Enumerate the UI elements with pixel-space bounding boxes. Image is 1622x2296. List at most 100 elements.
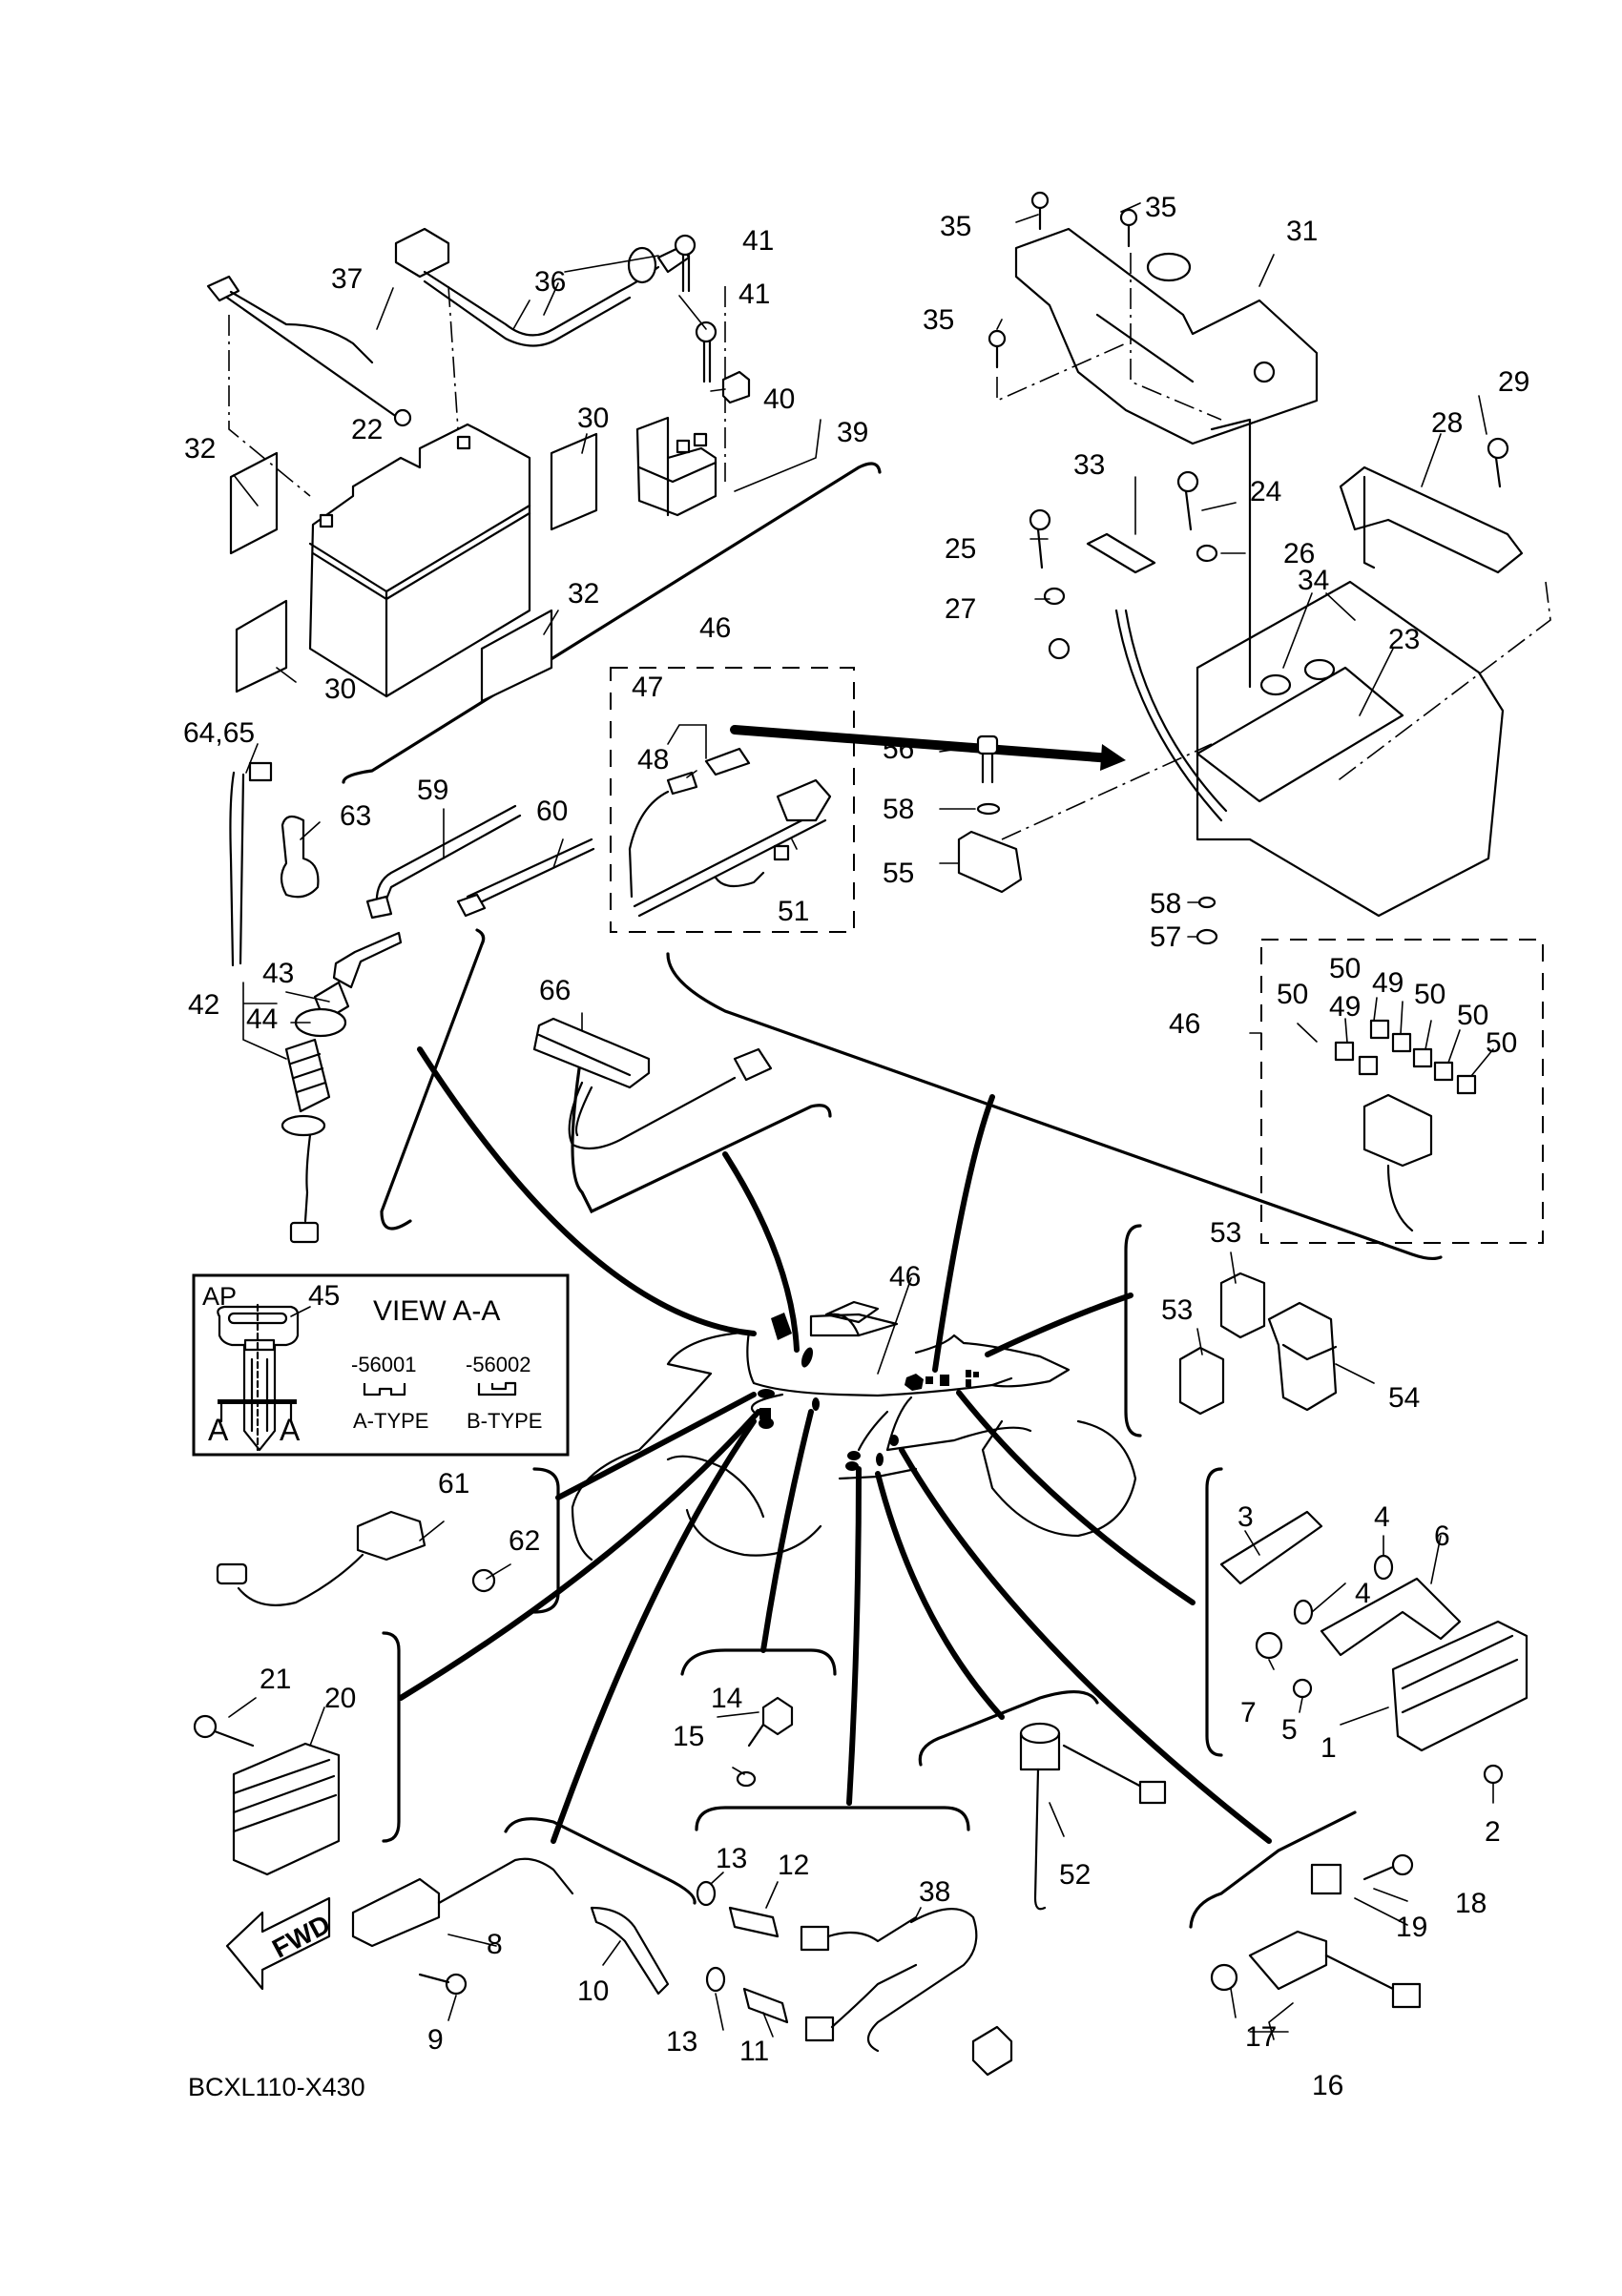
- fuse-50b-icon: [1369, 1019, 1390, 1040]
- cable-tie-60: [466, 838, 595, 908]
- callout-5: 5: [1281, 1714, 1298, 1746]
- callout-37: 37: [331, 263, 363, 295]
- callout-29: 29: [1498, 366, 1529, 398]
- section-left-label: A: [208, 1413, 229, 1447]
- sensor-52-icon: [1019, 1722, 1061, 1745]
- connector-mark: [973, 1372, 979, 1377]
- bolt-9-icon: [445, 1973, 468, 1996]
- connector-mark: [759, 1417, 774, 1429]
- motorcycle-outline: [571, 1300, 1137, 1562]
- type-b-label: B-TYPE: [467, 1409, 542, 1433]
- ap-label: AP: [202, 1282, 237, 1311]
- gasket-13a-icon: [696, 1880, 717, 1907]
- bolt-21-icon: [193, 1714, 218, 1739]
- terminal-icon: [804, 2016, 835, 2042]
- fuse-box-body-icon: [1362, 1093, 1433, 1168]
- bolt-24-icon: [1176, 470, 1199, 531]
- coupler-55-icon: [957, 830, 1023, 894]
- callout-38: 38: [919, 1876, 950, 1908]
- pad-30a: [550, 432, 598, 531]
- callout-61: 61: [438, 1468, 469, 1500]
- callout-14: 14: [711, 1683, 742, 1714]
- cable-boot-icon: [627, 246, 657, 284]
- bracket-3-icon: [1219, 1510, 1323, 1585]
- bolt-41b-icon: [695, 321, 717, 383]
- connector-mark: [758, 1389, 775, 1398]
- ecu-group: [1219, 1510, 1528, 1785]
- sensor-52-group: [1019, 1722, 1167, 1911]
- fuse-box-detail-box: [1260, 939, 1544, 1244]
- ignition-coil-8-icon: [351, 1877, 441, 1948]
- relays-group: [1178, 1272, 1338, 1416]
- callout-55: 55: [883, 858, 914, 889]
- callout-51: 51: [778, 896, 809, 927]
- callout-7: 7: [1240, 1697, 1257, 1728]
- relay-53b-icon: [1178, 1346, 1225, 1416]
- collar-27-icon: [1043, 587, 1066, 606]
- callout-20: 20: [324, 1683, 356, 1714]
- screw-56-icon: [976, 734, 999, 755]
- switch-11-icon: [742, 1987, 789, 2024]
- clamp-19-icon: [1310, 1863, 1342, 1895]
- callout-43: 43: [262, 958, 294, 989]
- washer-58a-icon: [976, 802, 1001, 816]
- fuse-50d-icon: [1433, 1061, 1454, 1082]
- callout-8: 8: [487, 1929, 503, 1960]
- coil-group: [351, 1857, 670, 1996]
- callout-9: 9: [427, 2024, 444, 2056]
- callout-58b: 58: [1150, 888, 1181, 920]
- callout-56: 56: [883, 734, 914, 765]
- bracket-6-icon: [1320, 1577, 1462, 1657]
- callout-31: 31: [1286, 216, 1318, 247]
- section-right-label: A: [280, 1413, 301, 1447]
- sub-harness-47-51: [628, 747, 832, 918]
- callout-3: 3: [1237, 1501, 1254, 1533]
- cover-47-icon: [704, 747, 751, 776]
- connector-38-icon: [971, 2025, 1013, 2077]
- callout-41b: 41: [738, 279, 770, 310]
- callout-39: 39: [837, 417, 868, 448]
- damper-icon: [1048, 637, 1071, 660]
- connector-51-icon: [773, 844, 790, 861]
- callout-25: 25: [945, 533, 976, 565]
- type-a-code: -56001: [351, 1353, 417, 1376]
- sensor-61-group: [216, 1510, 496, 1606]
- callout-labels: 1 2 3 4 4 5 6 7 8 9 10 11 12 13 13 14 15…: [183, 192, 1529, 2101]
- connector-mark: [801, 1347, 814, 1368]
- type-b-code: -56002: [466, 1353, 531, 1376]
- sensor-connector-icon: [1138, 1780, 1167, 1805]
- callout-30a: 30: [577, 403, 609, 434]
- callout-21: 21: [260, 1664, 291, 1695]
- screw-35c-icon: [988, 329, 1007, 369]
- clips-ties-group: [229, 761, 595, 967]
- callout-47: 47: [632, 672, 663, 703]
- terminal-icon: [800, 1925, 830, 1952]
- pad-32b: [480, 609, 553, 703]
- switch-12-icon: [728, 1906, 780, 1938]
- sensor-61-icon: [356, 1510, 426, 1562]
- connector-mark: [812, 1397, 820, 1411]
- connector-mark: [845, 1461, 859, 1471]
- switch-connector-icon: [289, 1221, 320, 1244]
- callout-40: 40: [763, 383, 795, 415]
- fuse-49a-icon: [1358, 1055, 1379, 1076]
- gasket-15-icon: [736, 1770, 757, 1788]
- callout-49a: 49: [1329, 991, 1361, 1023]
- callout-33: 33: [1073, 449, 1105, 481]
- nut-57-icon: [1196, 928, 1218, 945]
- damper-34b-icon: [1303, 658, 1336, 681]
- sensor-connector-icon: [216, 1562, 248, 1585]
- callout-62: 62: [509, 1525, 540, 1557]
- coupler-55-group: [957, 734, 1023, 894]
- starter-relay-icon: [635, 416, 717, 517]
- cable-tie-64-65: [229, 771, 245, 967]
- grommet-26-icon: [1196, 544, 1218, 563]
- callout-36: 36: [534, 266, 566, 298]
- callout-1: 1: [1320, 1732, 1337, 1764]
- callout-66: 66: [539, 975, 571, 1006]
- harness-leader-lines: [398, 725, 1272, 1844]
- washer-58b-icon: [1197, 896, 1216, 909]
- callout-50c: 50: [1414, 979, 1445, 1010]
- callout-28: 28: [1431, 407, 1463, 439]
